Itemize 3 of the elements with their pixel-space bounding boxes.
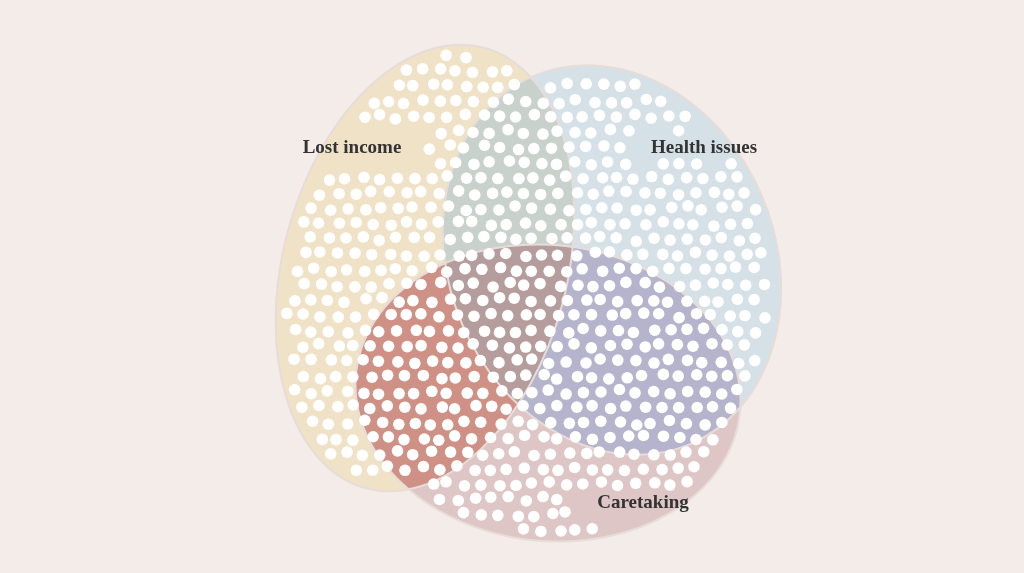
- set-label: Caretaking: [597, 491, 689, 513]
- set-label: Lost income: [302, 136, 402, 158]
- set-label: Health issues: [650, 136, 758, 158]
